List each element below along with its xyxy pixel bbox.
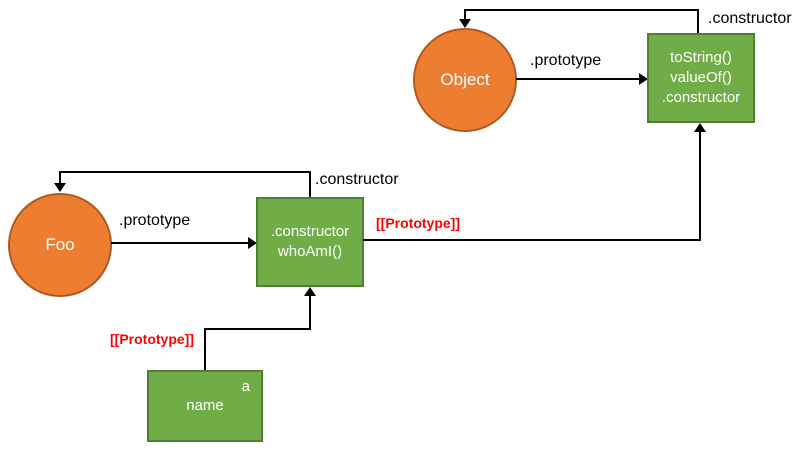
edge-foo-constructor-segment-right [309,171,311,198]
edge-object-constructor-segment-right [697,9,699,34]
object-prototype-box-line-2: valueOf() [670,69,732,86]
arrowhead-foo-constructor [54,183,66,192]
edge-foo-constructor-segment-left [59,171,61,185]
edge-label-foo-prototype: .prototype [119,212,191,229]
edge-label-foo-box-prototype: [[Prototype]] [376,215,460,231]
edge-instance-prototype-segment-v1 [204,329,206,371]
edge-foo-prototype-line [111,242,249,244]
edge-label-object-prototype: .prototype [530,52,602,69]
foo-prototype-box: .constructor whoAmI() [256,197,364,287]
edge-foo-box-prototype-segment-v [699,130,701,241]
edge-label-instance-prototype: [[Prototype]] [110,331,194,347]
foo-prototype-box-line-1: .constructor [270,223,350,240]
edge-label-object-constructor: .constructor [708,10,792,27]
arrowhead-foo-prototype [248,237,257,249]
instance-box: a name [147,370,263,442]
arrowhead-instance-prototype [304,287,316,296]
object-prototype-box-line-3: .constructor [661,89,741,106]
object-circle-label: Object [440,70,490,89]
object-prototype-box: toString() valueOf() .constructor [647,33,755,123]
foo-circle: Foo [8,193,112,297]
arrowhead-object-prototype [639,73,648,85]
foo-circle-label: Foo [45,235,75,254]
edge-foo-box-prototype-segment-h [363,239,701,241]
edge-label-foo-constructor: .constructor [315,171,399,188]
edge-object-constructor-segment-left [464,9,466,22]
object-circle: Object [413,28,517,132]
instance-box-name-label: name [186,397,224,414]
edge-instance-prototype-segment-h [204,328,311,330]
arrowhead-foo-box-prototype [694,123,706,132]
object-prototype-box-line-1: toString() [670,49,732,66]
edge-object-prototype-line [516,78,640,80]
instance-box-corner-label: a [241,378,250,395]
foo-prototype-box-line-2: whoAmI() [277,243,343,260]
edge-object-constructor-segment-top [464,9,699,11]
edge-foo-constructor-segment-top [59,171,311,173]
edge-instance-prototype-segment-v2 [309,294,311,330]
arrowhead-object-constructor [459,19,471,28]
